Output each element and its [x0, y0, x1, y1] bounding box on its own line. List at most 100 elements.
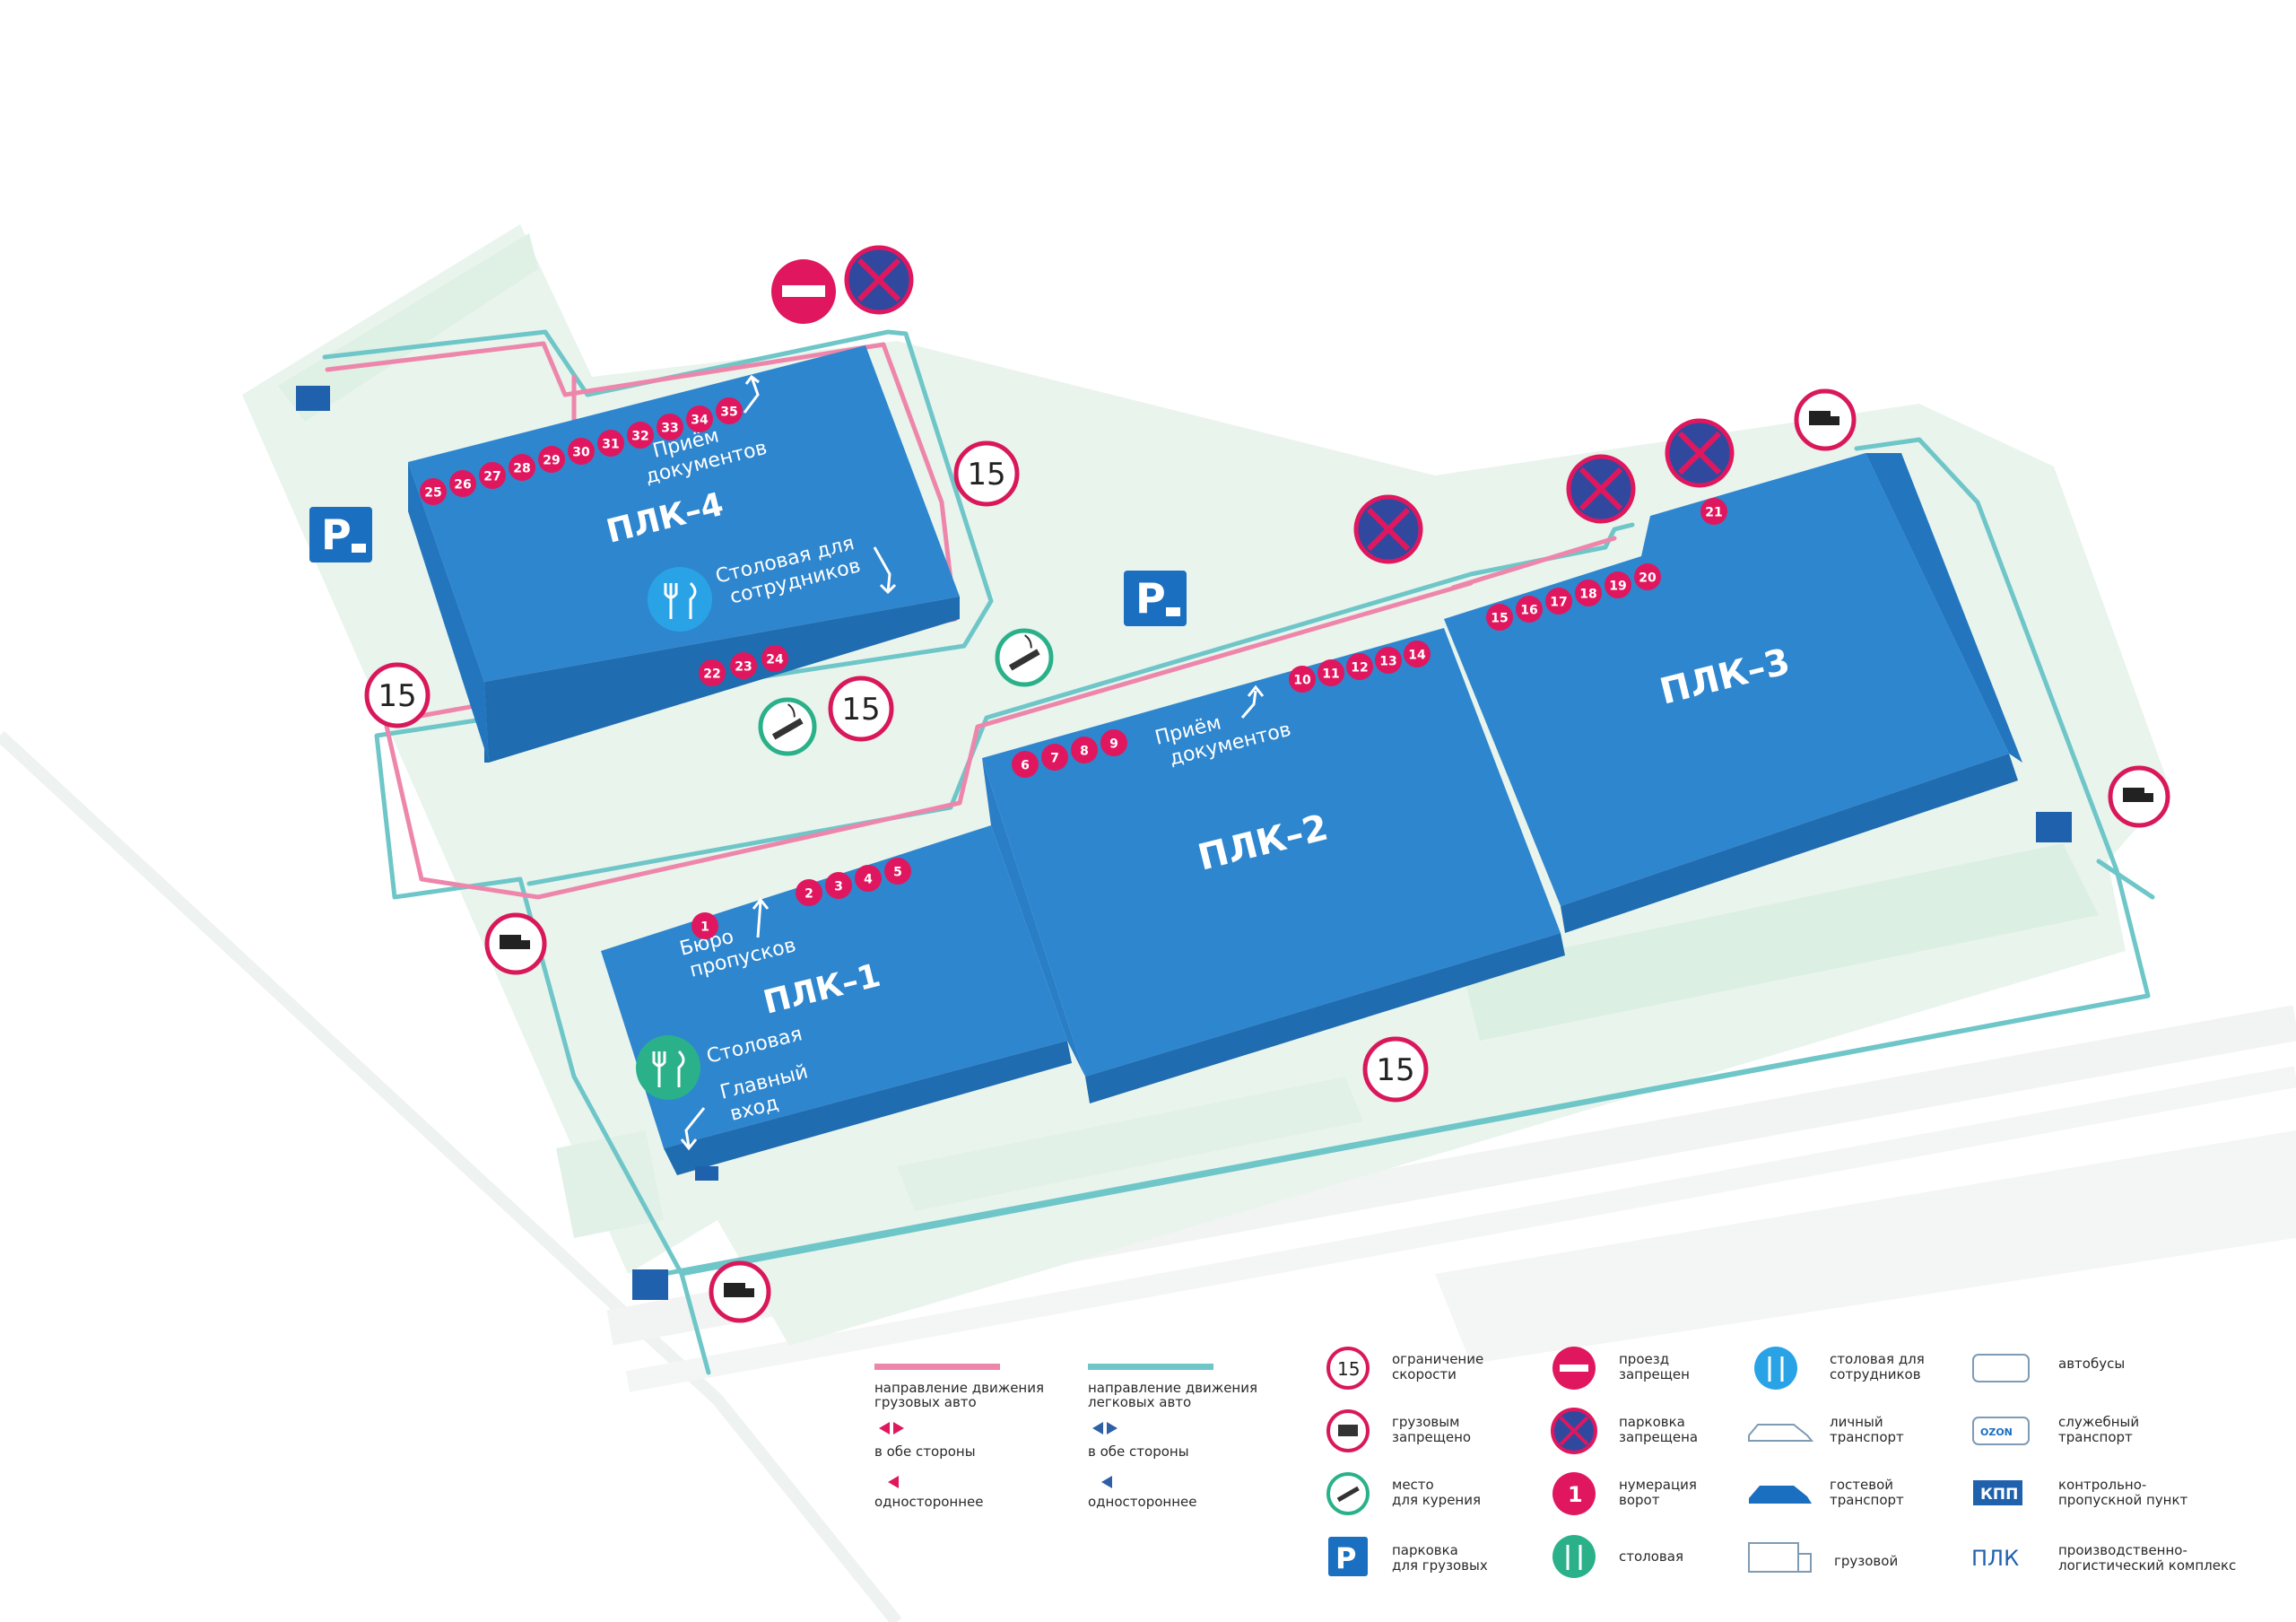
- building-plk4: [408, 345, 960, 682]
- svg-text:грузовым: грузовым: [1392, 1414, 1459, 1430]
- truck-icon: [352, 544, 366, 553]
- no-parking-sign: [1566, 454, 1636, 524]
- gate-4: 4: [855, 865, 882, 892]
- speed-limit-sign: 15: [953, 440, 1020, 507]
- svg-text:26: 26: [454, 478, 471, 493]
- gate-6: 6: [1012, 751, 1039, 778]
- parking-icon: P: [1335, 1541, 1356, 1575]
- svg-text:1: 1: [700, 920, 709, 935]
- parking-icon: P: [321, 510, 352, 559]
- svg-text:31: 31: [602, 438, 619, 452]
- no-parking-icon: [1366, 507, 1411, 552]
- svg-text:проезд: проезд: [1619, 1351, 1669, 1367]
- parking-icon: P: [1135, 574, 1166, 623]
- svg-text:7: 7: [1050, 752, 1059, 766]
- canteen-icon: [636, 1035, 700, 1100]
- svg-text:столовая для: столовая для: [1830, 1351, 1925, 1367]
- svg-text:10: 10: [1293, 674, 1311, 688]
- speed-limit-sign: 15: [1362, 1036, 1429, 1103]
- routes: [322, 329, 2155, 1375]
- svg-text:2: 2: [804, 887, 813, 902]
- truck-forbidden-signs: [484, 388, 2170, 1323]
- svg-text:место: место: [1392, 1477, 1434, 1493]
- svg-text:11: 11: [1322, 667, 1339, 682]
- svg-text:ПЛК: ПЛК: [1971, 1546, 2019, 1571]
- no-parking-sign: [844, 245, 914, 315]
- svg-text:13: 13: [1379, 655, 1396, 669]
- svg-text:пропускной пункт: пропускной пункт: [2058, 1492, 2188, 1508]
- no-entry-sign: [771, 259, 836, 324]
- kpp-booth-entry: [695, 1166, 718, 1181]
- svg-text:в обе стороны: в обе стороны: [1088, 1443, 1189, 1460]
- gate-14: 14: [1404, 641, 1431, 667]
- svg-text:19: 19: [1609, 580, 1626, 594]
- svg-text:одностороннее: одностороннее: [874, 1494, 983, 1510]
- no-entry-icon: [782, 285, 825, 297]
- truck-icon: [1809, 411, 1831, 425]
- fork-spoon-icon: [652, 1050, 685, 1087]
- svg-text:24: 24: [766, 653, 784, 667]
- smoking-sign-1: [995, 628, 1054, 687]
- gate-15: 15: [1486, 604, 1513, 631]
- kpp-booth-sw: [632, 1269, 668, 1300]
- svg-text:12: 12: [1351, 661, 1368, 676]
- svg-text:сотрудников: сотрудников: [1830, 1366, 1921, 1382]
- no-parking-icon: [1578, 467, 1623, 511]
- svg-text:33: 33: [661, 422, 678, 436]
- gate-8: 8: [1071, 737, 1098, 763]
- truck-icon: [1166, 607, 1180, 616]
- truck-forbidden-sign: [709, 1260, 771, 1323]
- arrow-icon: [743, 374, 760, 414]
- gate-31: 31: [597, 430, 624, 457]
- no-parking-icon: [857, 257, 901, 302]
- svg-text:ограничение: ограничение: [1392, 1351, 1483, 1367]
- svg-text:15: 15: [967, 457, 1005, 493]
- gate-7: 7: [1041, 744, 1068, 771]
- truck-icon: [2123, 788, 2144, 802]
- svg-text:9: 9: [1109, 737, 1118, 752]
- svg-text:15: 15: [378, 678, 416, 714]
- fork-spoon-icon: [1768, 1356, 1784, 1382]
- truck-icon: [500, 935, 521, 949]
- gate-30: 30: [568, 438, 595, 465]
- smoking-sign-2: [758, 697, 817, 756]
- svg-text:27: 27: [483, 470, 500, 484]
- svg-text:КПП: КПП: [1980, 1486, 2018, 1504]
- gate-9: 9: [1100, 729, 1127, 756]
- gate-27: 27: [479, 462, 506, 489]
- legend-car-route-swatch: [1088, 1364, 1213, 1370]
- svg-text:1: 1: [1568, 1482, 1583, 1507]
- ozon-logo: OZON: [1980, 1426, 2013, 1438]
- gate-21: 21: [1700, 498, 1727, 525]
- svg-text:15: 15: [1376, 1052, 1414, 1088]
- bus-icon: [1972, 1354, 2030, 1382]
- car-route-inner: [526, 522, 1635, 886]
- svg-text:столовая: столовая: [1619, 1548, 1683, 1565]
- svg-text:28: 28: [513, 462, 530, 476]
- svg-text:парковка: парковка: [1392, 1542, 1458, 1558]
- svg-text:запрещено: запрещено: [1392, 1429, 1471, 1445]
- buildings: [296, 345, 2072, 1300]
- svg-text:16: 16: [1520, 604, 1537, 618]
- svg-text:15: 15: [1491, 612, 1508, 626]
- gate-22: 22: [699, 659, 726, 686]
- gate-23: 23: [730, 652, 757, 679]
- no-parking-icon: [1559, 1416, 1589, 1446]
- gate-29: 29: [538, 446, 565, 473]
- gate-17: 17: [1545, 588, 1572, 615]
- svg-text:8: 8: [1080, 745, 1089, 759]
- building-plk3: [1444, 453, 2009, 906]
- gate-11: 11: [1318, 659, 1344, 686]
- svg-text:ворот: ворот: [1619, 1492, 1660, 1508]
- gate-13: 13: [1375, 647, 1402, 674]
- svg-text:транспорт: транспорт: [1830, 1492, 1904, 1508]
- svg-text:нумерация: нумерация: [1619, 1477, 1697, 1493]
- svg-text:парковка: парковка: [1619, 1414, 1685, 1430]
- svg-text:гостевой: гостевой: [1830, 1477, 1893, 1493]
- car-route-loop: [322, 329, 2151, 1277]
- svg-text:15: 15: [841, 692, 880, 728]
- svg-text:3: 3: [834, 880, 843, 894]
- svg-text:32: 32: [631, 430, 648, 444]
